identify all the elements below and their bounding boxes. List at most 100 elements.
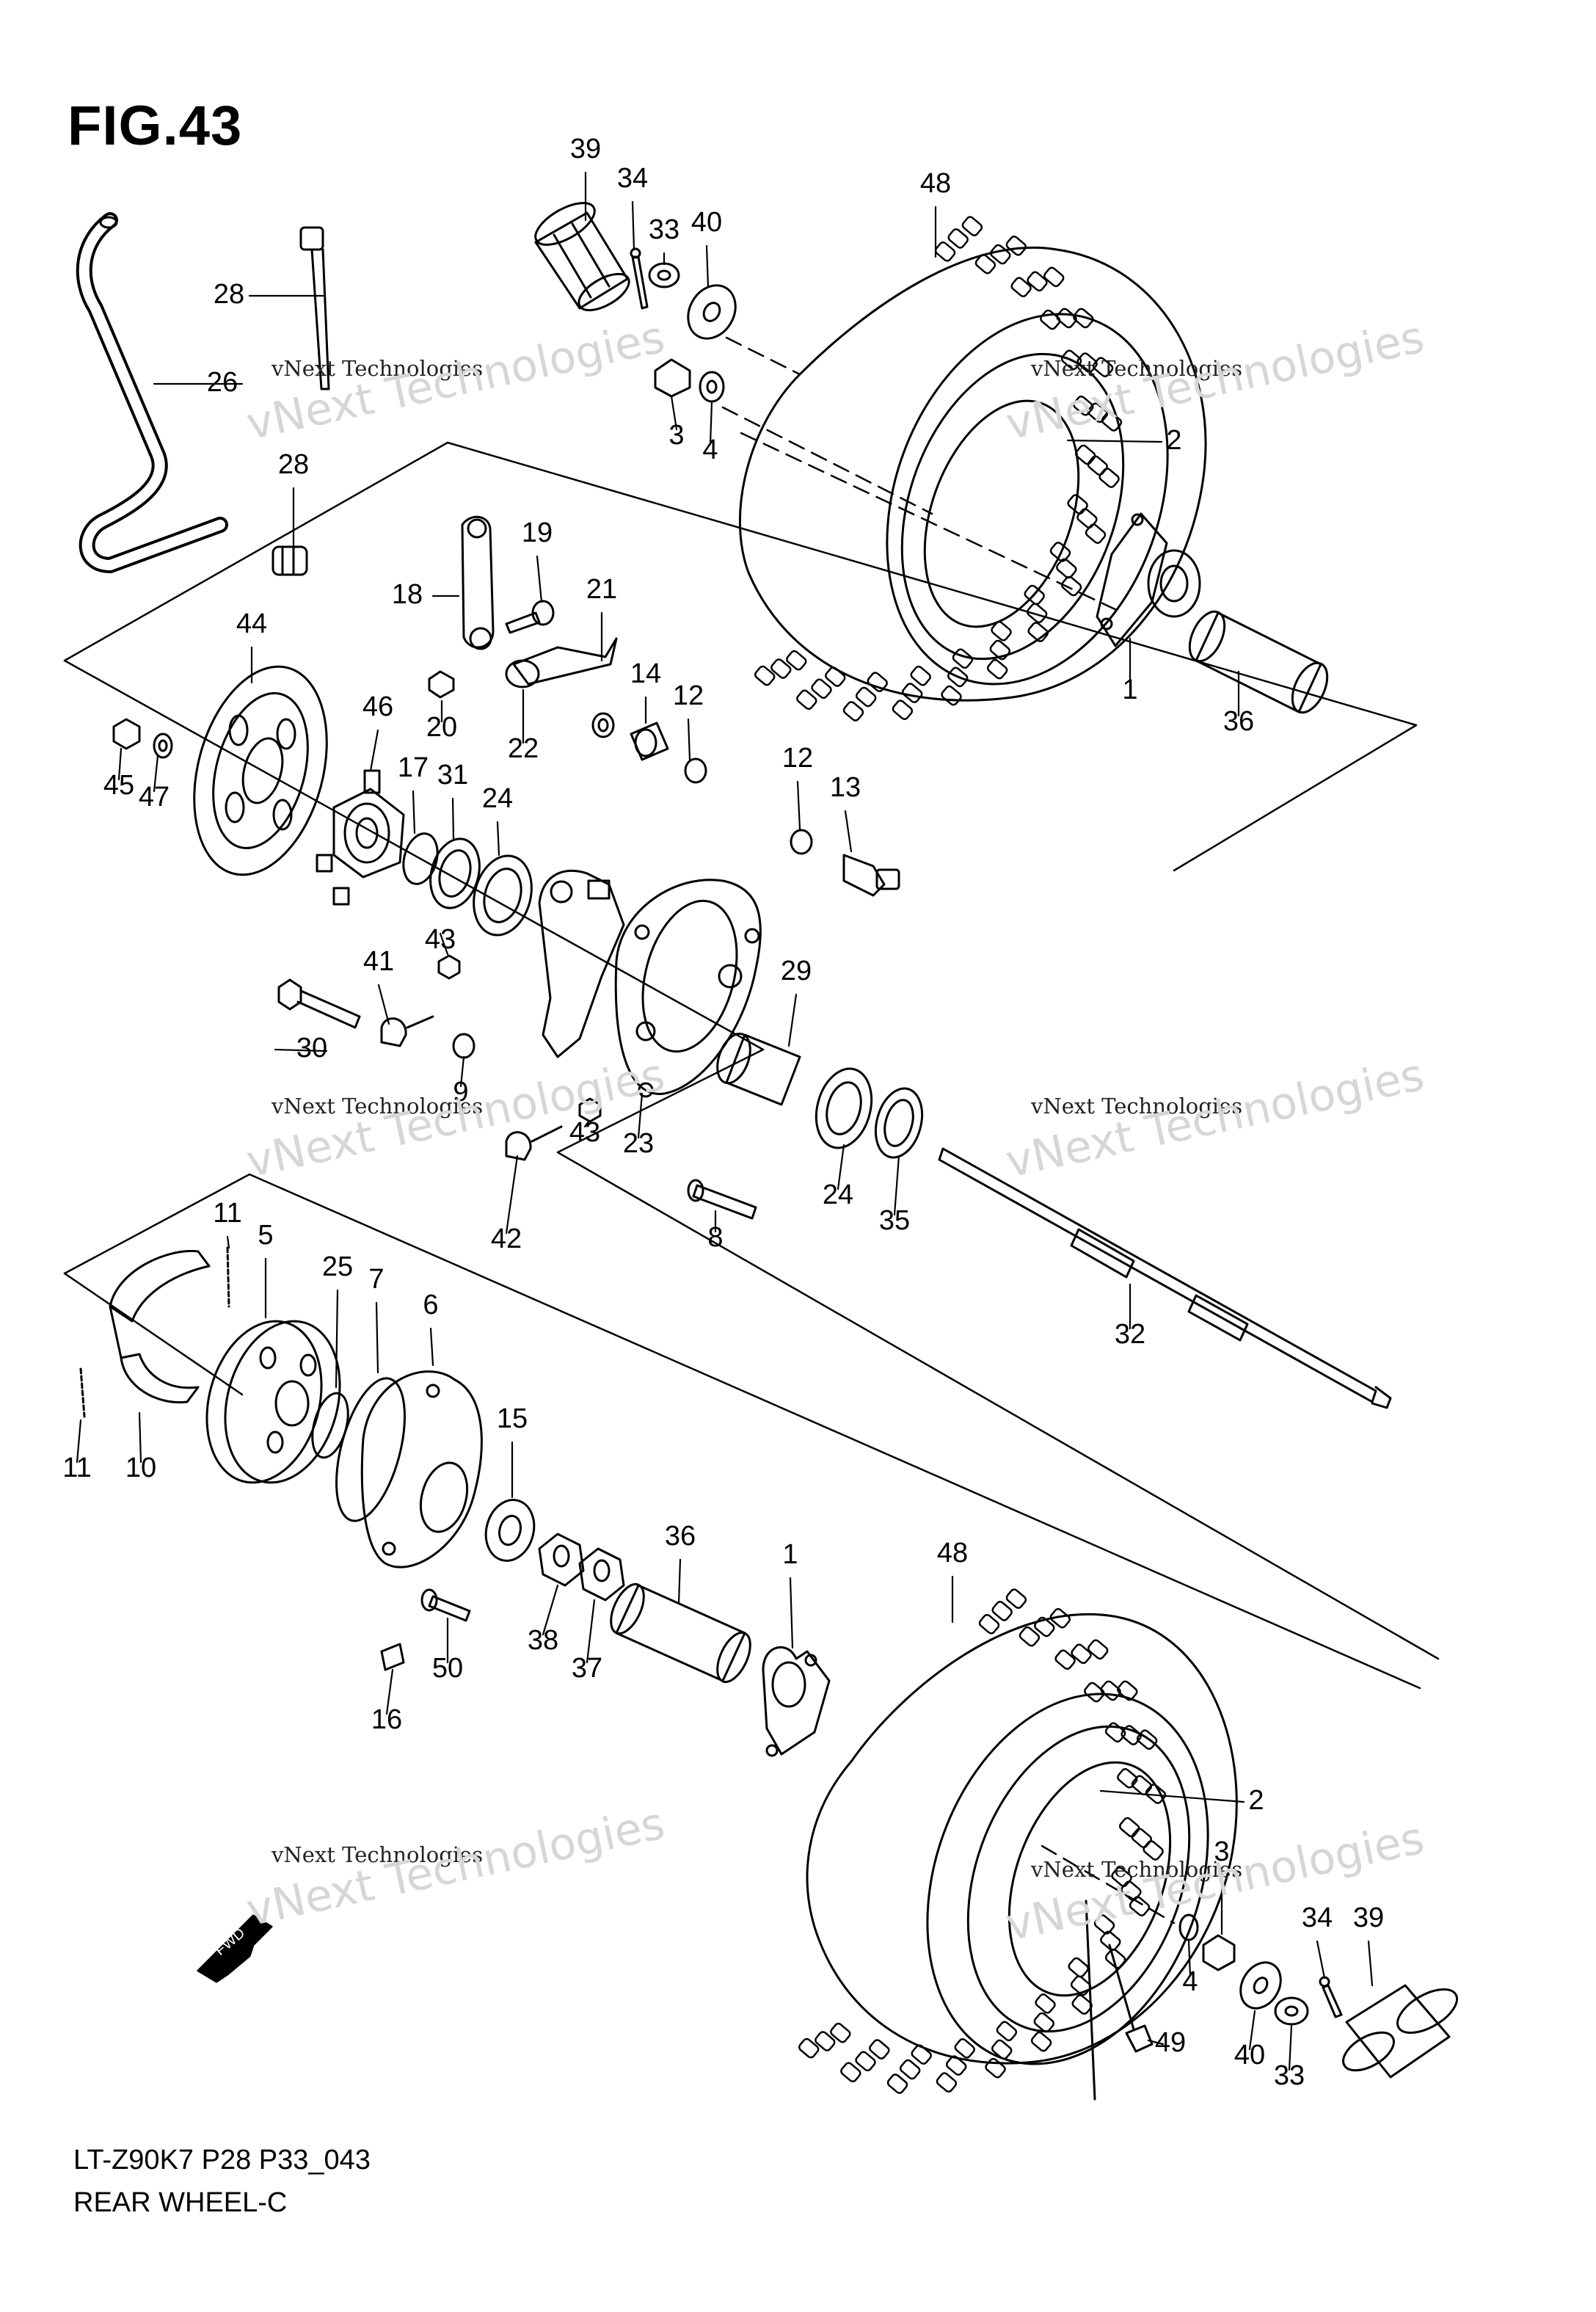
sprocket-hub bbox=[316, 769, 405, 906]
callout-40: 40 bbox=[1234, 2040, 1265, 2071]
callout-16: 16 bbox=[371, 1704, 402, 1735]
figure-name: REAR WHEEL-C bbox=[73, 2187, 288, 2218]
callout-39: 39 bbox=[1353, 1902, 1384, 1933]
tread-block bbox=[978, 1613, 1000, 1635]
tread-block bbox=[1060, 349, 1082, 371]
tread-block bbox=[1131, 1775, 1153, 1796]
lock-nut-37 bbox=[578, 1547, 625, 1602]
tread-block bbox=[811, 678, 832, 699]
leader-line bbox=[439, 932, 449, 956]
tread-block bbox=[770, 658, 792, 679]
tread-block bbox=[798, 2037, 820, 2059]
callout-7: 7 bbox=[368, 1264, 384, 1295]
brake-adjuster-bolt bbox=[687, 1179, 757, 1220]
leader-line bbox=[583, 1120, 590, 1128]
wheel-cap-lower bbox=[1342, 1984, 1458, 2079]
callout-30: 30 bbox=[296, 1033, 327, 1064]
cam-bolt bbox=[505, 600, 555, 634]
leader-line bbox=[117, 747, 123, 781]
tread-block bbox=[1098, 468, 1120, 488]
leader-line bbox=[1099, 1789, 1245, 1803]
rear-axle-shaft bbox=[938, 1147, 1392, 1409]
callout-35: 35 bbox=[879, 1205, 910, 1236]
leader-line bbox=[542, 1584, 559, 1636]
callout-47: 47 bbox=[139, 782, 170, 813]
tread-block bbox=[1101, 411, 1123, 432]
leader-line bbox=[369, 729, 379, 772]
tread-block bbox=[910, 665, 931, 686]
tread-block bbox=[902, 683, 923, 704]
brake-cam bbox=[505, 637, 618, 688]
leader-line bbox=[1066, 439, 1163, 443]
tread-block bbox=[974, 253, 996, 275]
callout-43: 43 bbox=[425, 924, 456, 955]
oring-17 bbox=[402, 832, 439, 885]
leader-line bbox=[1248, 2010, 1256, 2051]
leader-line bbox=[631, 200, 635, 251]
callout-38: 38 bbox=[528, 1625, 558, 1656]
tread-block bbox=[954, 2037, 975, 2059]
cam-bushing bbox=[630, 721, 669, 761]
leader-line bbox=[1316, 1940, 1326, 1980]
leader-line bbox=[796, 780, 801, 831]
oring-12-right bbox=[790, 829, 813, 855]
tread-block bbox=[1087, 455, 1108, 476]
tread-block bbox=[1111, 1866, 1132, 1887]
brake-spring-lower bbox=[79, 1367, 86, 1418]
tread-block bbox=[985, 2057, 1006, 2079]
callout-2: 2 bbox=[1166, 425, 1181, 456]
brake-panel bbox=[614, 879, 762, 1098]
callout-11: 11 bbox=[213, 1198, 241, 1229]
lock-washer-42 bbox=[505, 1125, 563, 1161]
wheel-hub-lower bbox=[762, 1646, 831, 1757]
callout-29: 29 bbox=[781, 956, 812, 986]
callout-12: 12 bbox=[673, 680, 704, 711]
tread-block bbox=[1087, 1639, 1109, 1660]
callout-5: 5 bbox=[258, 1220, 273, 1251]
watermark-text: vNext Technologies bbox=[1031, 1857, 1243, 1882]
callout-48: 48 bbox=[937, 1538, 968, 1568]
tread-block bbox=[1005, 1588, 1027, 1610]
tread-block bbox=[1084, 1682, 1105, 1703]
callout-23: 23 bbox=[623, 1128, 654, 1159]
callout-20: 20 bbox=[426, 712, 457, 743]
valve-stem bbox=[1085, 1900, 1154, 2101]
tread-block bbox=[1071, 1994, 1093, 2015]
tread-block bbox=[934, 241, 956, 262]
tread-block bbox=[1068, 1957, 1089, 1978]
tread-block bbox=[947, 228, 969, 249]
callout-19: 19 bbox=[522, 517, 553, 548]
callout-24: 24 bbox=[823, 1179, 853, 1210]
leader-line bbox=[536, 555, 543, 603]
callout-9: 9 bbox=[453, 1077, 468, 1108]
watermark-text: vNext Technologies bbox=[1031, 356, 1243, 381]
leader-line bbox=[505, 1155, 519, 1235]
callout-21: 21 bbox=[586, 574, 617, 605]
leader-line bbox=[335, 1289, 339, 1389]
tread-block bbox=[1075, 444, 1096, 465]
tread-block bbox=[1043, 266, 1065, 288]
callout-25: 25 bbox=[322, 1251, 353, 1282]
breather-screw bbox=[842, 854, 900, 897]
drum-screw bbox=[420, 1588, 471, 1622]
tread-block bbox=[990, 244, 1011, 265]
tread-block bbox=[855, 2051, 876, 2072]
tread-block bbox=[989, 639, 1010, 661]
washer-lower bbox=[1239, 1961, 1282, 2010]
callout-50: 50 bbox=[432, 1653, 463, 1684]
leader-line bbox=[705, 244, 710, 288]
tread-block bbox=[1056, 308, 1077, 329]
tread-block bbox=[936, 2072, 958, 2093]
leader-line bbox=[377, 984, 390, 1025]
tread-block bbox=[991, 2039, 1013, 2060]
cam-seal bbox=[591, 712, 615, 738]
tread-block bbox=[1085, 523, 1107, 545]
tire-tread-upper bbox=[754, 216, 1123, 721]
drum-washer-15 bbox=[484, 1499, 536, 1562]
callout-33: 33 bbox=[1274, 2060, 1305, 2091]
tread-block bbox=[991, 1601, 1013, 1621]
tread-block bbox=[1073, 308, 1094, 329]
washer-upper bbox=[687, 284, 737, 340]
tire-tread-lower bbox=[798, 1588, 1167, 2094]
